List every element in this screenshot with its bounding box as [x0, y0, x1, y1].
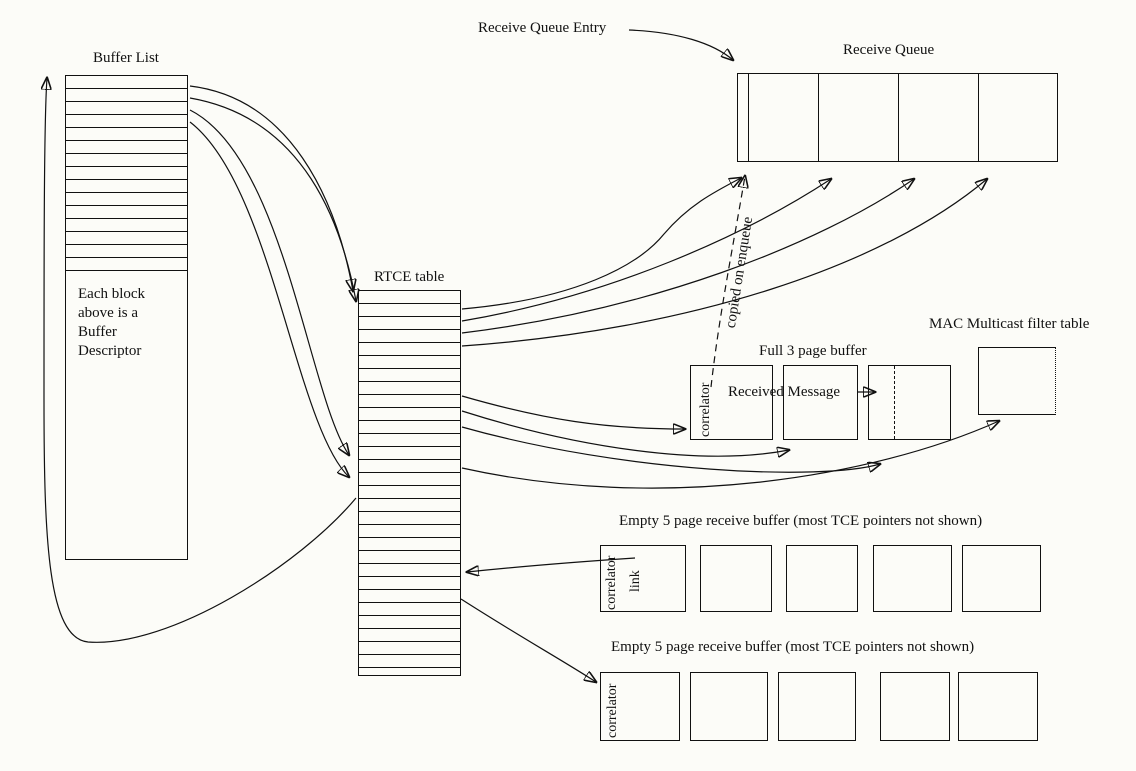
buffer-list-title: Buffer List [93, 50, 159, 66]
empty-buffer2-page-2 [690, 672, 768, 741]
empty-buffer1-correlator-label: correlator [604, 555, 619, 610]
empty-buffer1-page-1 [600, 545, 686, 612]
arrow-queue-entry-pointer [628, 29, 733, 60]
empty-buffer1-page-2 [700, 545, 772, 612]
full-buffer-correlator-label: correlator [698, 382, 713, 437]
arrow-rtce-to-emptybuffer2 [460, 598, 596, 682]
receive-queue-divider-1 [818, 74, 819, 161]
empty-buffer-row1-title: Empty 5 page receive buffer (most TCE po… [619, 513, 983, 529]
empty-buffer2-page-5 [958, 672, 1038, 741]
arrow-bufferlist-to-rtce-3 [189, 109, 349, 455]
empty-buffer-row2-title: Empty 5 page receive buffer (most TCE po… [611, 639, 975, 655]
empty-buffer2-page-4 [880, 672, 950, 741]
empty-buffer2-correlator-label: correlator [605, 683, 620, 738]
arrow-bufferlist-to-rtce-2 [189, 97, 356, 301]
receive-queue-table [737, 73, 1058, 162]
message-end-dashed-line [894, 366, 895, 439]
arrow-rtce-to-queue-2 [461, 179, 831, 322]
arrow-rtce-to-queue-3 [461, 179, 914, 334]
empty-buffer1-page-3 [786, 545, 858, 612]
receive-queue-entry-divider [748, 74, 749, 161]
empty-buffer2-page-3 [778, 672, 856, 741]
buffer-descriptor-note: Each block above is a Buffer Descriptor [78, 286, 146, 359]
arrow-bufferlist-to-rtce-4 [189, 121, 349, 477]
empty-buffer1-page-5 [962, 545, 1041, 612]
receive-queue-divider-2 [898, 74, 899, 161]
received-message-label: Received Message [728, 384, 841, 400]
empty-buffer1-page-4 [873, 545, 952, 612]
full-buffer-page-3 [868, 365, 951, 440]
receive-queue-title: Receive Queue [843, 42, 935, 58]
empty-buffer2-page-1 [600, 672, 680, 741]
arrow-bufferlist-to-rtce-1 [189, 85, 353, 291]
rtce-table-title: RTCE table [374, 269, 445, 285]
buffer-descriptor-box: Each block above is a Buffer Descriptor [65, 270, 188, 560]
buffer-list-table [65, 75, 188, 271]
mac-filter-table [978, 347, 1056, 415]
empty-buffer1-link-label: link [628, 570, 643, 592]
full-buffer-page-2 [783, 365, 858, 440]
arrow-rtce-to-fullbuffer-page1 [461, 395, 685, 429]
receive-queue-entry-label: Receive Queue Entry [478, 20, 607, 36]
receive-queue-divider-3 [978, 74, 979, 161]
arrow-rtce-to-queue-1 [461, 178, 741, 310]
rtce-table [358, 290, 461, 676]
full-buffer-page-1 [690, 365, 773, 440]
copied-on-enqueue-label: copied on enqueue [722, 215, 757, 330]
mac-filter-table-title: MAC Multicast filter table [929, 316, 1090, 332]
full-buffer-title: Full 3 page buffer [759, 343, 867, 359]
